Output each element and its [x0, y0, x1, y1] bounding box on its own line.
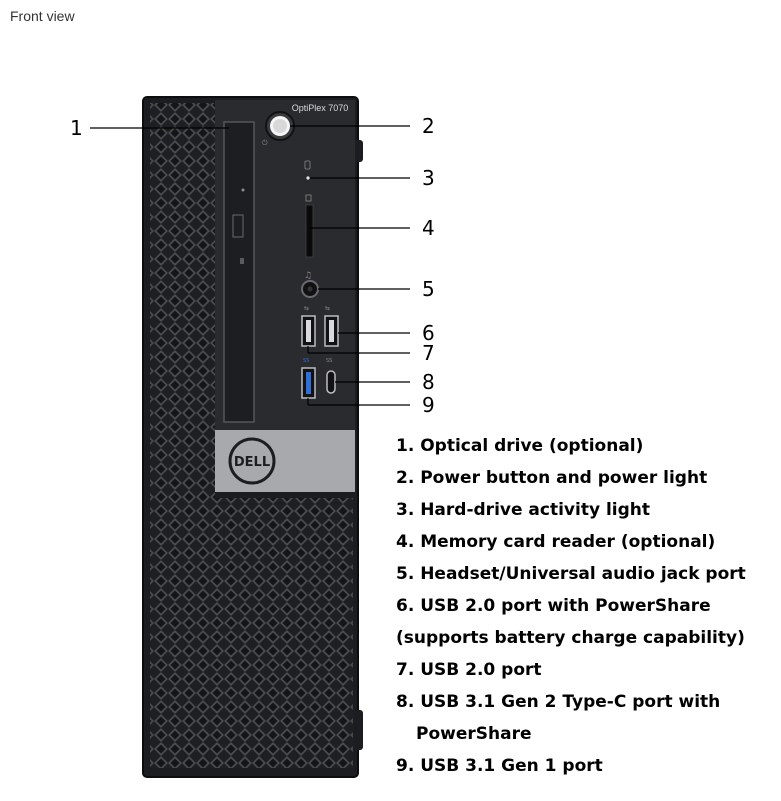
usb2-port-powershare[interactable]: [324, 315, 339, 347]
front-grille-bottom: [150, 498, 353, 768]
callout-8: 8: [422, 370, 435, 394]
callout-4: 4: [422, 216, 435, 240]
callout-3: 3: [422, 166, 435, 190]
dell-logo-text: DELL: [234, 455, 270, 470]
callout-6: 6: [422, 321, 435, 345]
memory-card-reader[interactable]: [305, 194, 314, 258]
legend-item: (supports battery charge capability): [396, 628, 745, 648]
legend-item: 3. Hard-drive activity light: [396, 500, 651, 520]
power-icon: ⏻: [262, 139, 268, 147]
callout-7: 7: [422, 341, 435, 365]
legend-item: 4. Memory card reader (optional): [396, 532, 716, 552]
view-caption: Front view: [10, 8, 75, 24]
legend-item: 7. USB 2.0 port: [396, 660, 542, 680]
usb-icon: ⇆: [304, 305, 309, 312]
legend-item: PowerShare: [416, 724, 532, 744]
callout-1: 1: [70, 116, 83, 140]
usb3-port[interactable]: [301, 367, 316, 399]
power-button[interactable]: [265, 111, 295, 141]
legend-item: 9. USB 3.1 Gen 1 port: [396, 756, 603, 776]
callout-2: 2: [422, 114, 435, 138]
leader-lines: [90, 125, 410, 406]
dell-logo: [228, 437, 276, 485]
dell-badge: DELL: [215, 430, 355, 492]
usb-powershare-icon: ⇆: [325, 305, 330, 312]
headset-icon: ♫: [304, 271, 312, 281]
usb2-port[interactable]: [301, 315, 316, 347]
legend-item: 8. USB 3.1 Gen 2 Type-C port with: [396, 692, 721, 712]
legend-item: 1. Optical drive (optional): [396, 436, 644, 456]
ss-usb-icon: SS: [303, 358, 309, 364]
ss-usb-c-icon: SS: [326, 358, 332, 364]
legend-item: 2. Power button and power light: [396, 468, 708, 488]
optical-drive[interactable]: [223, 121, 255, 423]
legend-item: 6. USB 2.0 port with PowerShare: [396, 596, 711, 616]
legend-item: 5. Headset/Universal audio jack port: [396, 564, 746, 584]
callout-5: 5: [422, 277, 435, 301]
hdd-activity-light: [304, 160, 311, 180]
component-legend: 1. Optical drive (optional) 2. Power but…: [396, 430, 746, 782]
usb-type-c-port[interactable]: [326, 370, 336, 394]
model-label: OptiPlex 7070: [292, 103, 349, 113]
callout-9: 9: [422, 393, 435, 417]
